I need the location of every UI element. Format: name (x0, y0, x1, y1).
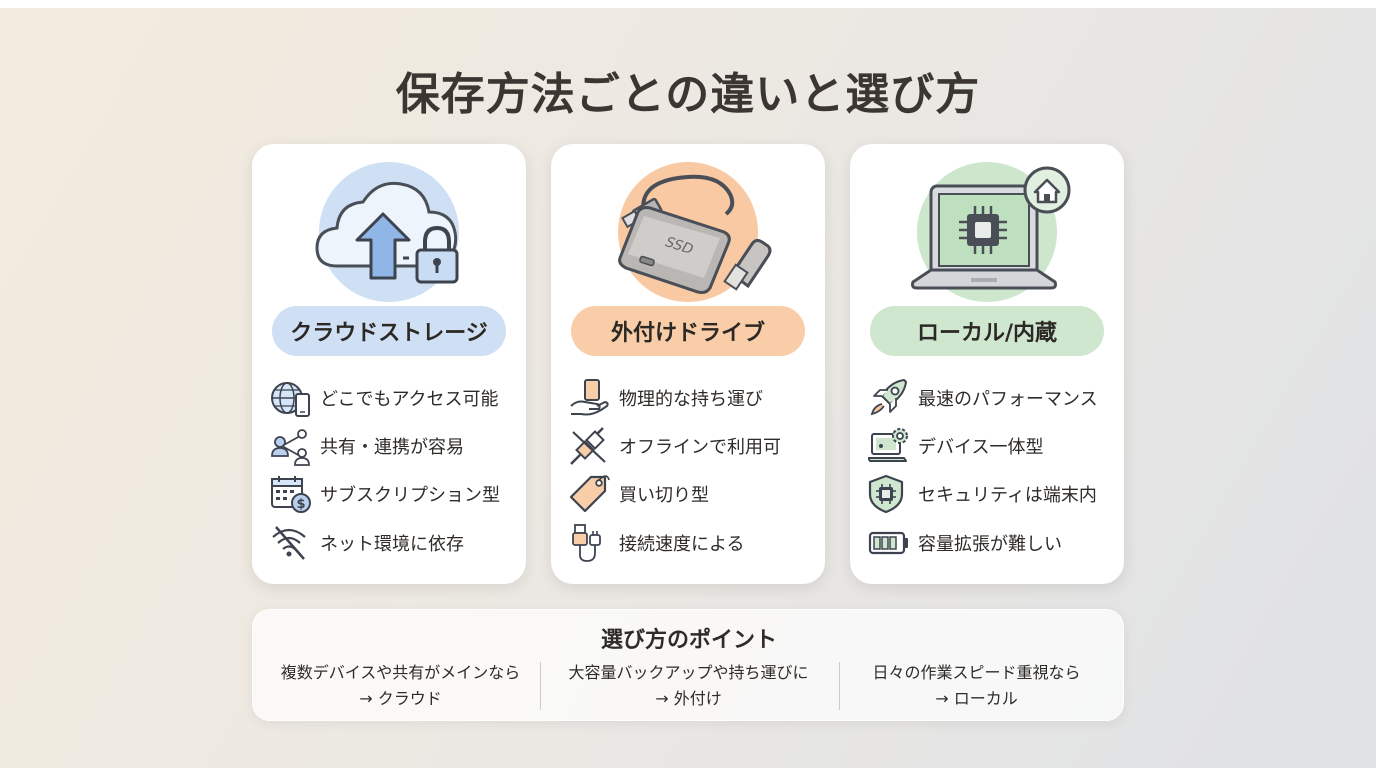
rocket-icon (868, 378, 912, 418)
feature-item: デバイス一体型 (868, 426, 1114, 466)
feature-item: セキュリティは端末内 (868, 474, 1114, 514)
card-label-drive: 外付けドライブ (571, 306, 805, 356)
feature-text: オフラインで利用可 (619, 437, 781, 458)
card-external-drive: SSD 外付けドライブ 物理的な持ち運び オフラインで利用可 (551, 144, 825, 584)
feature-text: 買い切り型 (619, 485, 709, 506)
feature-item: 容量拡張が難しい (868, 523, 1114, 563)
feature-item: 接続速度による (569, 523, 815, 563)
divider (540, 662, 541, 710)
divider (839, 662, 840, 710)
point-result: → 外付け (655, 689, 722, 708)
battery-icon (868, 523, 912, 563)
point-result: → クラウド (359, 689, 442, 708)
feature-item: 物理的な持ち運び (569, 378, 815, 418)
unplugged-icon (569, 426, 613, 466)
feature-item: 共有・連携が容易 (270, 426, 516, 466)
shield-chip-icon (868, 474, 912, 514)
page-title: 保存方法ごとの違いと選び方 (395, 69, 981, 120)
point-condition: 複数デバイスや共有がメインなら (280, 663, 521, 682)
feature-item: どこでもアクセス可能 (270, 378, 516, 418)
wifi-off-icon (270, 523, 314, 563)
laptop-chip-home-icon (911, 162, 1071, 302)
feature-text: 容量拡張が難しい (918, 534, 1062, 555)
feature-item: ネット環境に依存 (270, 523, 516, 563)
feature-text: デバイス一体型 (918, 437, 1044, 458)
feature-text: 物理的な持ち運び (619, 389, 763, 410)
laptop-gear-icon (868, 426, 912, 466)
point-condition: 大容量バックアップや持ち運びに (568, 663, 809, 682)
top-strip (0, 0, 1376, 8)
card-cloud-storage: クラウドストレージ どこでもアクセス可能 (252, 144, 526, 584)
usb-cable-icon (569, 523, 613, 563)
selection-points-panel: 選び方のポイント 複数デバイスや共有がメインなら → クラウド 大容量バックアッ… (252, 609, 1124, 721)
globe-phone-icon (270, 378, 314, 418)
feature-item: 最速のパフォーマンス (868, 378, 1114, 418)
external-ssd-icon: SSD (618, 162, 772, 302)
feature-text: サブスクリプション型 (320, 485, 500, 506)
point-local: 日々の作業スピード重視なら → ローカル (834, 660, 1119, 712)
card-label-local: ローカル/内蔵 (870, 306, 1104, 356)
feature-text: どこでもアクセス可能 (320, 389, 499, 410)
point-cloud: 複数デバイスや共有がメインなら → クラウド (258, 660, 543, 712)
price-tag-icon (569, 474, 613, 514)
calendar-dollar-icon: $ (270, 474, 314, 514)
feature-item: オフラインで利用可 (569, 426, 815, 466)
svg-text:$: $ (296, 497, 305, 512)
feature-text: 接続速度による (619, 534, 745, 555)
card-local-internal: ローカル/内蔵 最速のパフォーマンス デバイス一体型 (850, 144, 1124, 584)
feature-text: ネット環境に依存 (320, 534, 464, 555)
feature-text: セキュリティは端末内 (918, 485, 1097, 506)
cloud-upload-lock-icon (315, 162, 459, 302)
point-result: → ローカル (935, 689, 1018, 708)
share-users-icon (270, 426, 314, 466)
point-condition: 日々の作業スピード重視なら (872, 663, 1081, 682)
point-drive: 大容量バックアップや持ち運びに → 外付け (546, 660, 831, 712)
feature-text: 共有・連携が容易 (320, 437, 464, 458)
feature-text: 最速のパフォーマンス (918, 389, 1098, 410)
feature-item: 買い切り型 (569, 474, 815, 514)
points-title: 選び方のポイント (600, 628, 777, 653)
hand-carry-icon (569, 378, 613, 418)
feature-item: $ サブスクリプション型 (270, 474, 516, 514)
card-label-cloud: クラウドストレージ (272, 306, 506, 356)
